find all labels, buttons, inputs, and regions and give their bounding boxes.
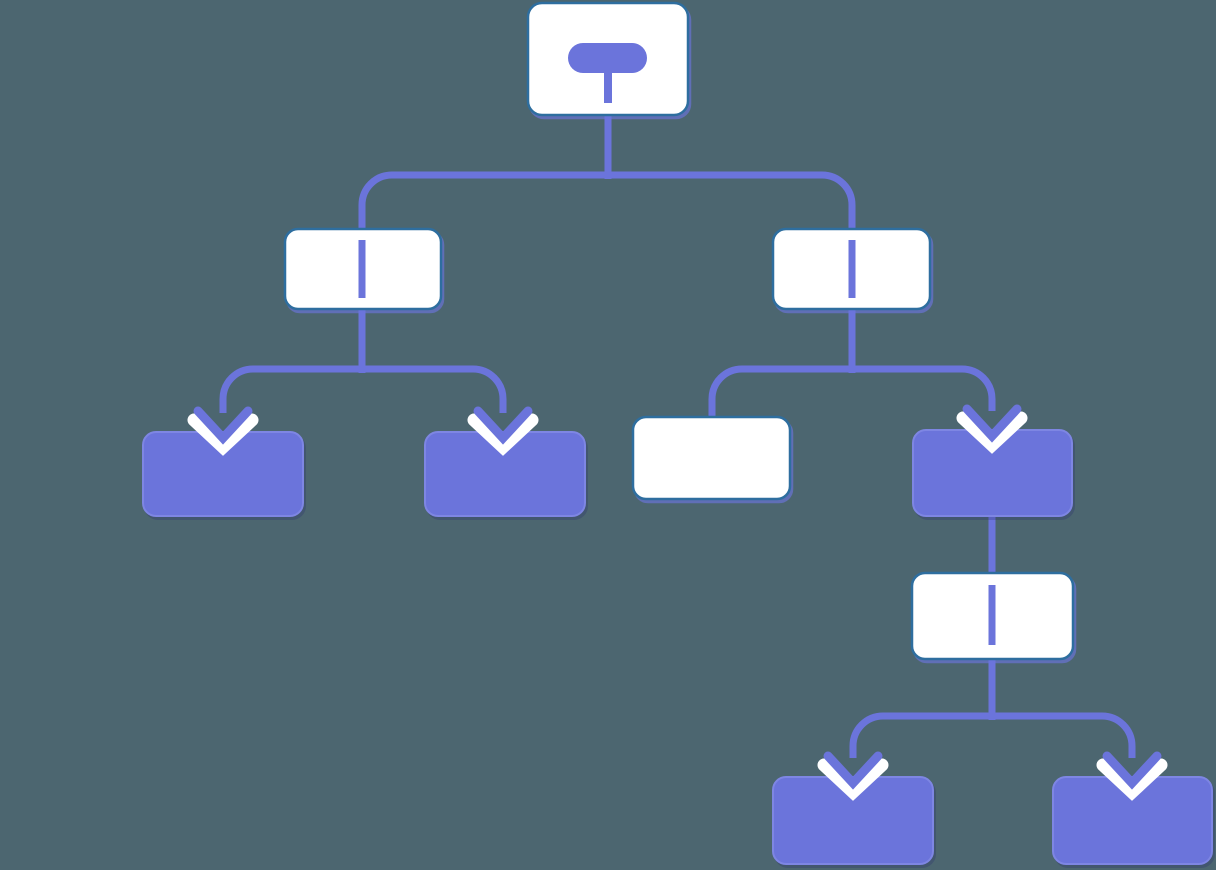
double-chevron-down-icon[interactable]: [956, 404, 1028, 454]
pill-handle-icon: [568, 43, 647, 73]
edge-layer: [219, 113, 1136, 758]
chevron-inner-purple: [193, 406, 253, 445]
chevron-inner-purple: [823, 751, 883, 790]
double-chevron-down-icon[interactable]: [1096, 751, 1168, 801]
node-leaf-empty[interactable]: [631, 415, 792, 501]
marker-layer: [187, 404, 1168, 801]
vertical-line-icon: [358, 240, 366, 298]
chevron-outer-white: [956, 411, 1028, 454]
vertical-line-icon: [848, 240, 856, 298]
double-chevron-down-icon[interactable]: [817, 751, 889, 801]
node-branch-lower[interactable]: [910, 571, 1075, 661]
chevron-outer-white: [187, 413, 259, 456]
node-branch-right[interactable]: [771, 227, 932, 311]
chevron-outer-white: [1096, 758, 1168, 801]
chevron-outer-white: [467, 413, 539, 456]
double-chevron-down-icon[interactable]: [187, 406, 259, 456]
vertical-line-icon: [988, 585, 996, 645]
chevron-outer-white: [817, 758, 889, 801]
pill-handle-stem: [604, 68, 612, 103]
node-branch-left[interactable]: [283, 227, 443, 311]
chevron-inner-purple: [1102, 751, 1162, 790]
double-chevron-down-icon[interactable]: [467, 406, 539, 456]
node-layer: [142, 1, 1213, 865]
node-root[interactable]: [526, 1, 690, 117]
chevron-inner-purple: [962, 404, 1022, 443]
chevron-inner-purple: [473, 406, 533, 445]
